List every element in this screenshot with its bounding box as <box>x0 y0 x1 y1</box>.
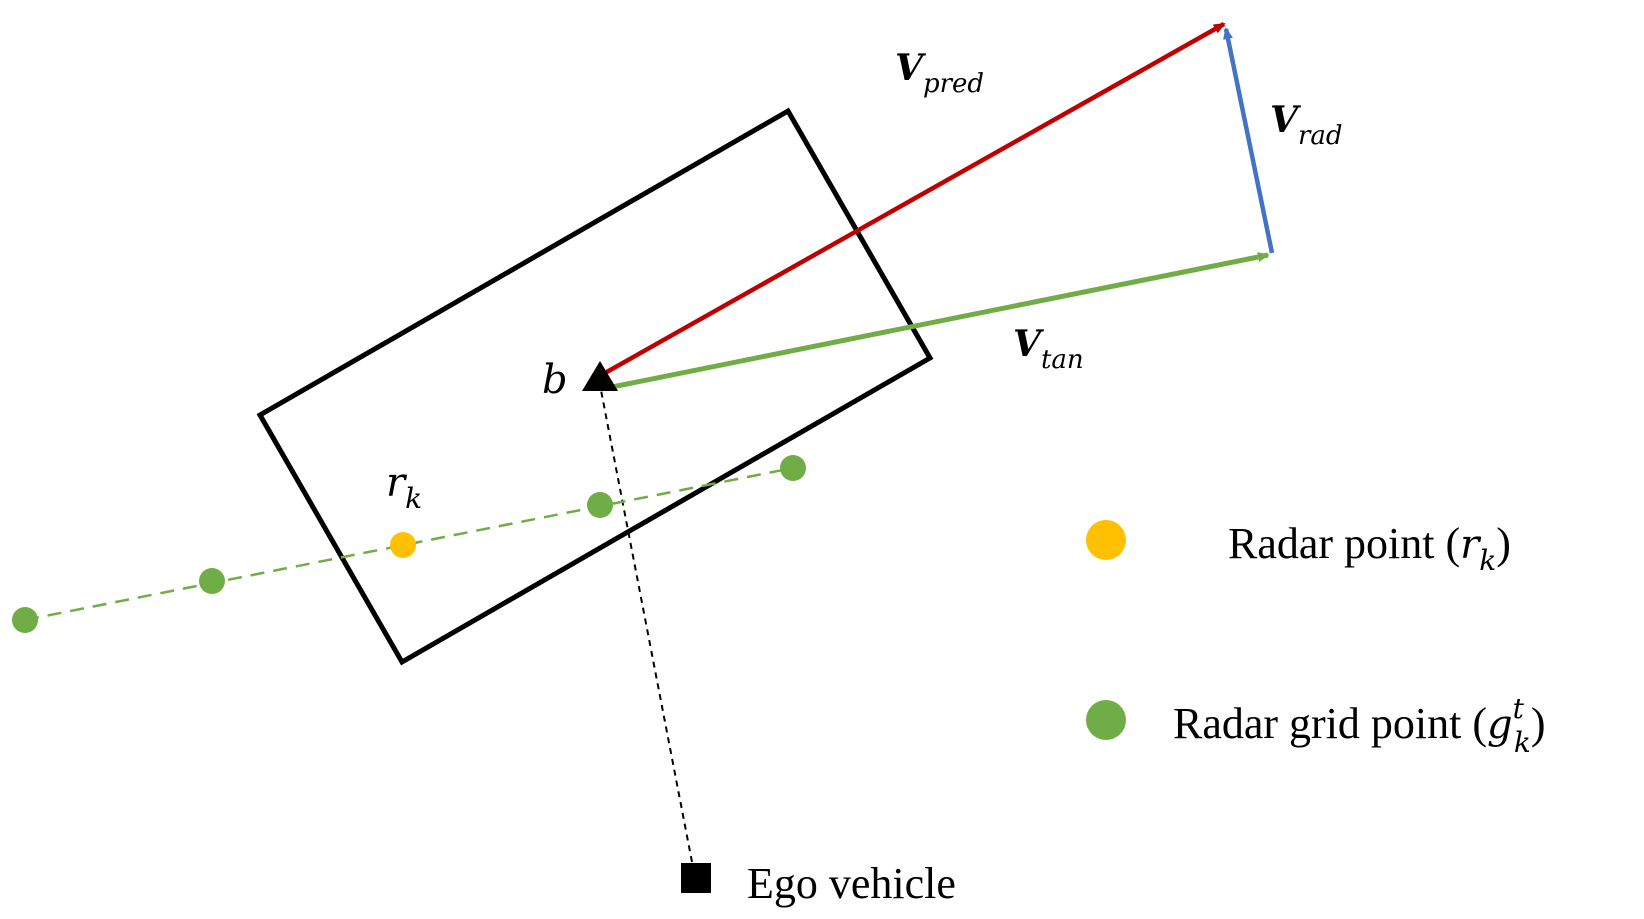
v-rad-arrow <box>1223 27 1275 254</box>
object-bounding-box <box>256 107 934 666</box>
legend-radar-point-swatch <box>1086 520 1126 560</box>
v-rad-label: Vrad <box>1270 99 1343 151</box>
v-tan-arrow <box>611 252 1270 390</box>
b-label: b <box>542 357 568 403</box>
ego-to-center-dashed-line <box>599 384 693 863</box>
radar-grid-point <box>12 607 38 633</box>
r-k-label: rk <box>386 460 422 515</box>
ego-vehicle-marker <box>681 863 711 893</box>
radar-grid-point <box>587 492 613 518</box>
box-center-triangle <box>582 361 618 391</box>
legend-grid-point-swatch <box>1086 700 1126 740</box>
v-pred-label: Vpred <box>895 47 984 99</box>
v-tan-label: Vtan <box>1013 323 1084 375</box>
radar-grid-point <box>780 455 806 481</box>
radar-grid-point <box>199 568 225 594</box>
ego-vehicle-label: Ego vehicle <box>747 859 956 908</box>
legend-radar-point-label: Radar point (rk) <box>1228 519 1511 577</box>
radar-point <box>390 532 416 558</box>
v-pred-arrow <box>603 22 1226 375</box>
